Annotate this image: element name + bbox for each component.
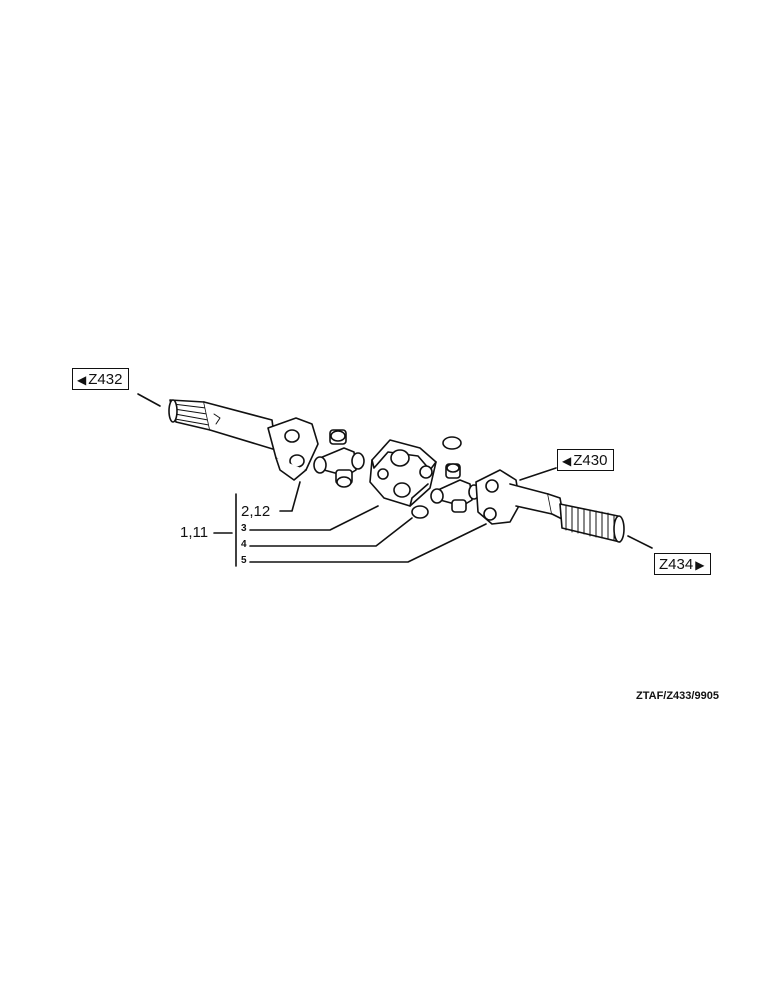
leader-z434	[627, 535, 653, 549]
ref-z430-box[interactable]: ◀Z430	[557, 449, 615, 471]
leader-5	[249, 523, 487, 563]
callout-3: 3	[241, 523, 247, 534]
center-coupling	[369, 439, 437, 507]
o-ring-bottom	[411, 505, 429, 519]
callout-4: 4	[241, 539, 247, 550]
drawing-code: ZTAF/Z433/9905	[636, 690, 719, 702]
leader-2-12	[279, 481, 301, 512]
triangle-left-icon: ◀	[77, 373, 87, 387]
o-ring-top	[442, 436, 462, 450]
ref-z434-box[interactable]: Z434▶	[654, 553, 712, 575]
leader-z432	[137, 393, 161, 407]
ref-z432-box[interactable]: ◀Z432	[72, 368, 130, 390]
callout-2-12: 2,12	[241, 503, 271, 520]
triangle-left-icon: ◀	[562, 454, 572, 468]
leader-3	[249, 505, 379, 531]
right-cross	[430, 463, 480, 513]
ref-z434-label: Z434	[659, 556, 694, 573]
callout-5: 5	[241, 555, 247, 566]
left-cross	[313, 429, 365, 488]
leader-z430	[519, 467, 557, 481]
callout-1-11: 1,11	[180, 524, 209, 541]
ref-z432-label: Z432	[88, 371, 123, 388]
ref-z430-label: Z430	[573, 452, 608, 469]
left-shaft	[168, 399, 319, 481]
right-shaft	[475, 469, 625, 543]
triangle-right-icon: ▶	[695, 558, 705, 572]
leader-4	[249, 517, 413, 547]
